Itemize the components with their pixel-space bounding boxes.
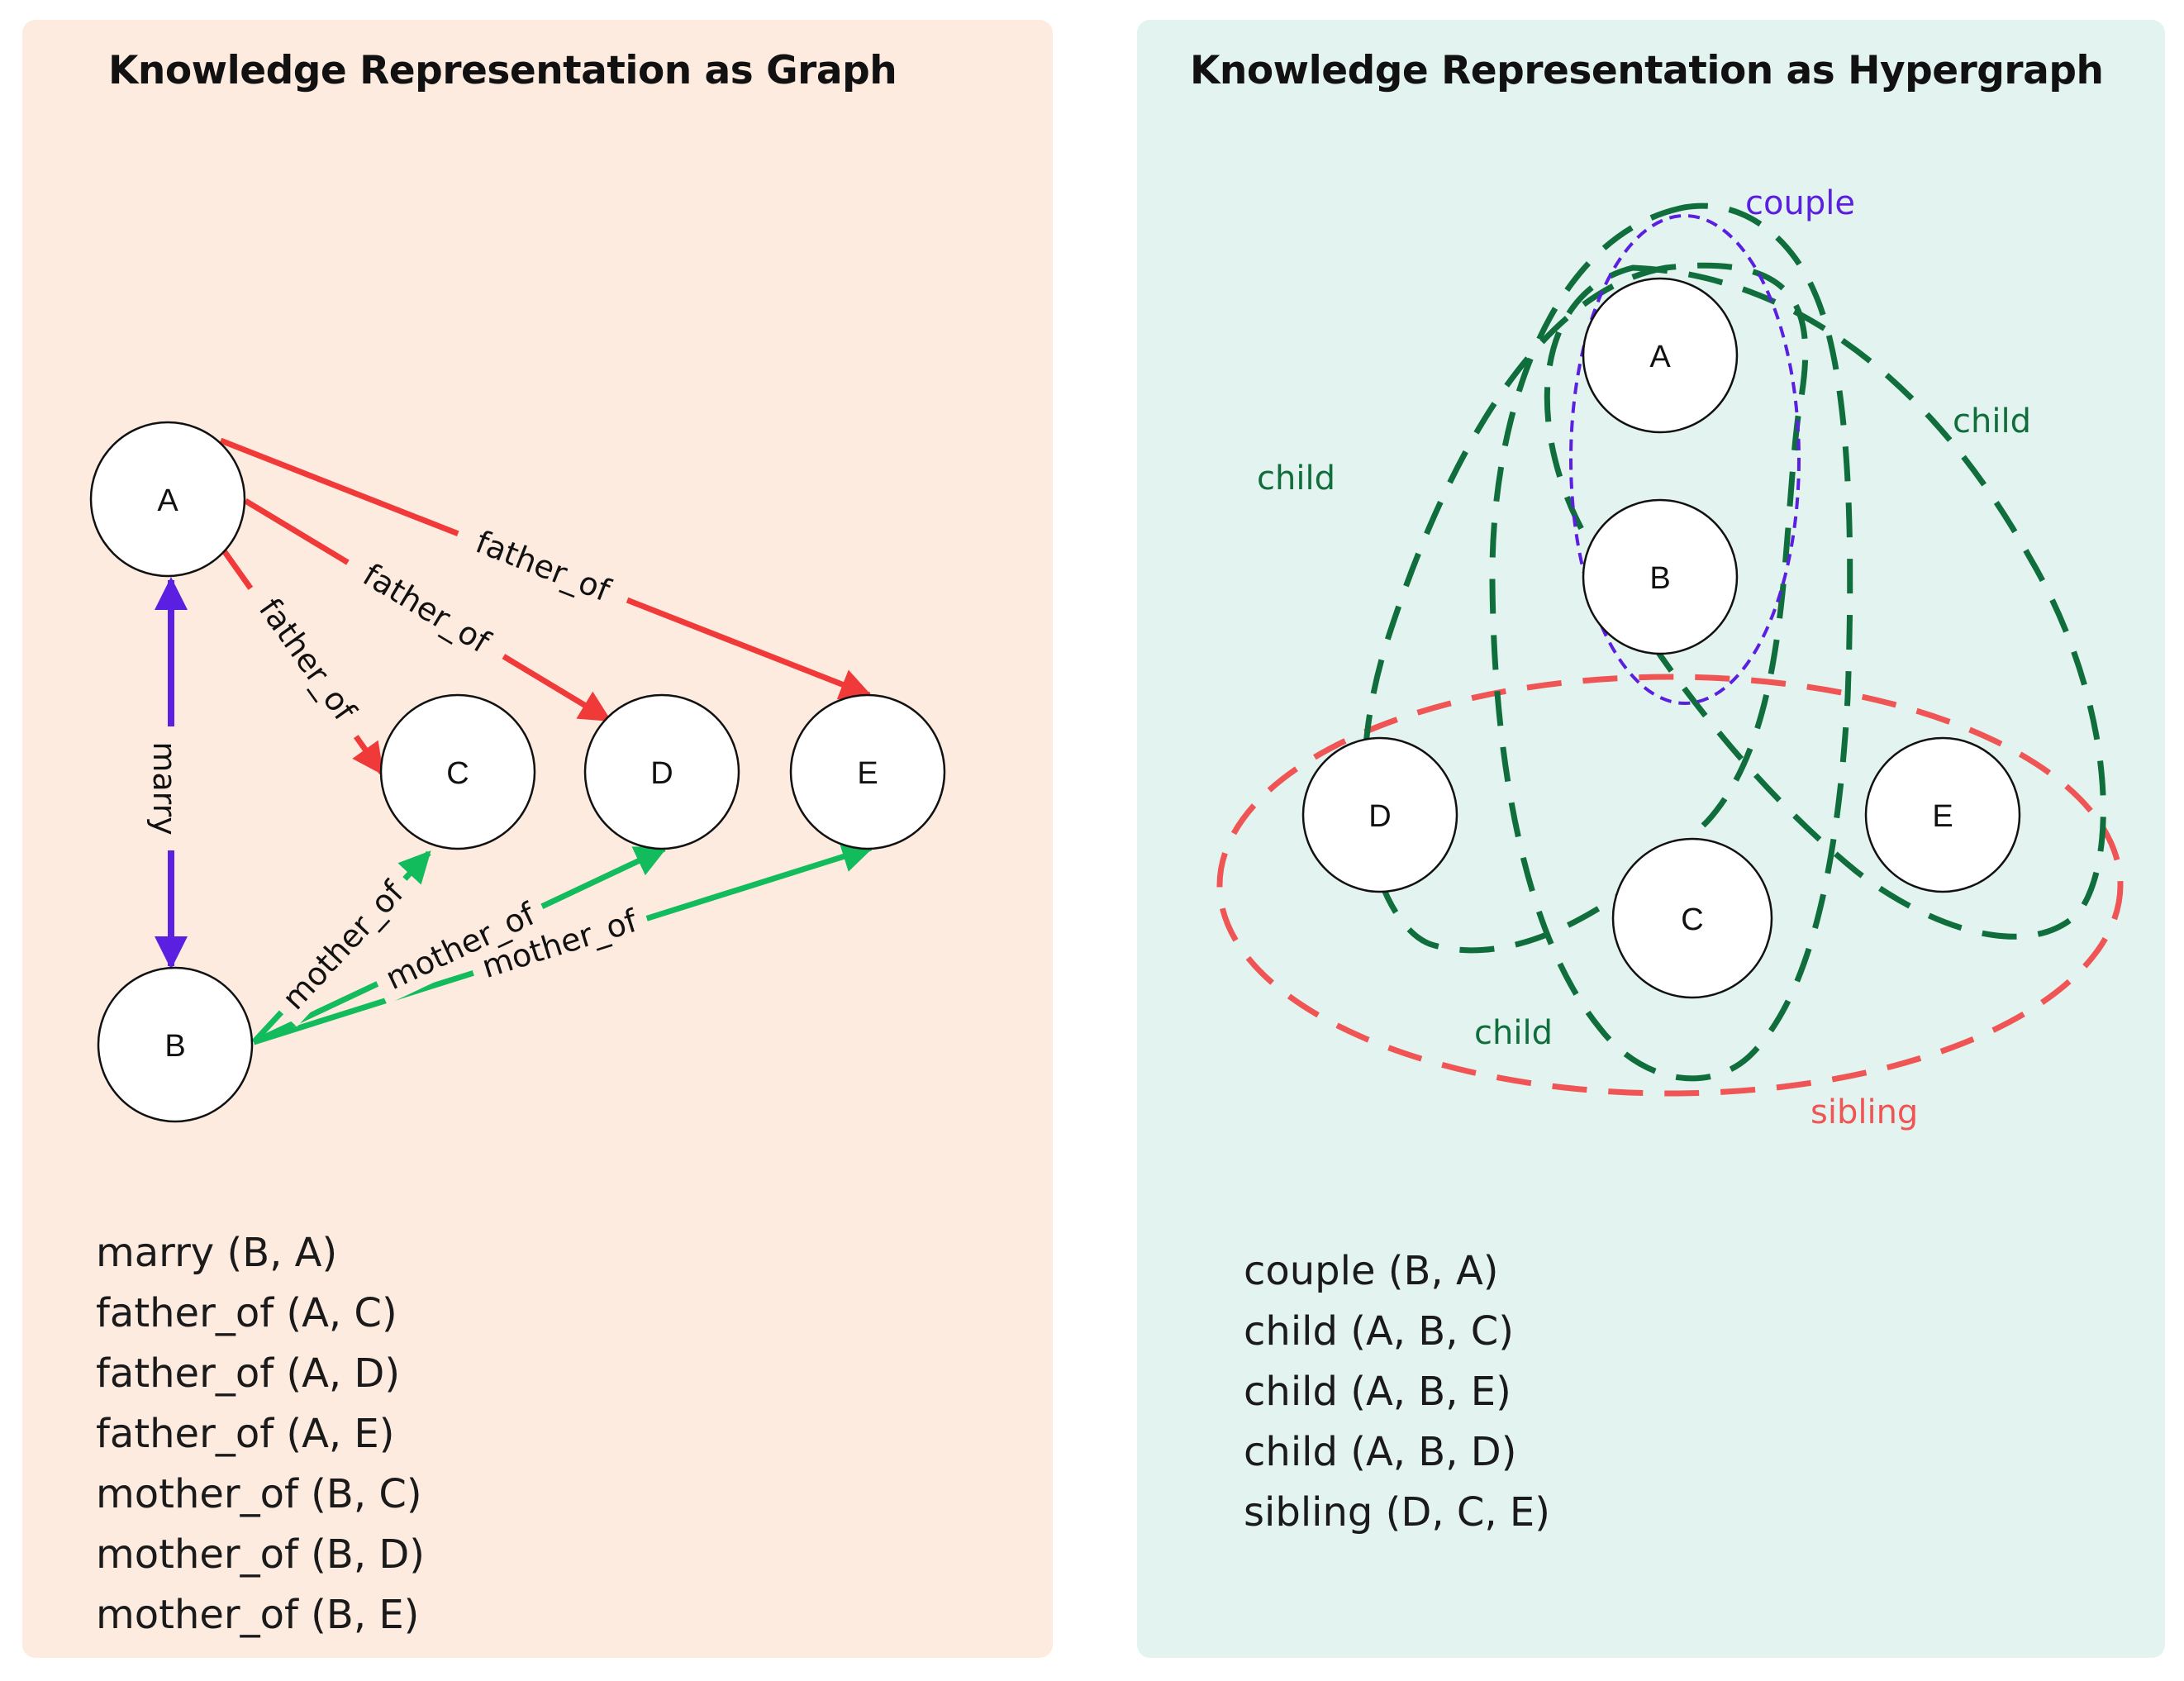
graph-node-c-label: C bbox=[446, 756, 469, 791]
graph-facts-list: marry (B, A) father_of (A, C) father_of … bbox=[96, 1223, 425, 1645]
graph-fact: mother_of (B, D) bbox=[96, 1531, 426, 1578]
graph-node-c: C bbox=[379, 693, 536, 850]
graph-node-b: B bbox=[97, 966, 254, 1123]
hypergraph-node-a: A bbox=[1582, 277, 1739, 434]
hypergraph-node-c-label: C bbox=[1681, 902, 1703, 937]
hyperedge-child-left bbox=[1361, 262, 1809, 954]
hypergraph-fact: sibling (D, C, E) bbox=[1244, 1489, 1550, 1536]
graph-fact: marry (B, A) bbox=[96, 1230, 338, 1276]
hypergraph-node-b-label: B bbox=[1649, 561, 1670, 596]
graph-node-d: D bbox=[583, 693, 740, 850]
graph-fact: mother_of (B, E) bbox=[96, 1592, 420, 1638]
graph-fact: father_of (A, E) bbox=[96, 1411, 395, 1457]
hypergraph-fact: child (A, B, D) bbox=[1244, 1429, 1517, 1475]
hypergraph-node-d: D bbox=[1301, 736, 1458, 893]
graph-fact: father_of (A, C) bbox=[96, 1290, 397, 1336]
hypergraph-panel: Knowledge Representation as Hypergraph c… bbox=[1137, 20, 2165, 1658]
hyperedge-label-sibling: sibling bbox=[1810, 1093, 1918, 1131]
graph-node-d-label: D bbox=[650, 756, 673, 791]
hypergraph-fact: child (A, B, C) bbox=[1244, 1308, 1514, 1355]
graph-node-e-label: E bbox=[857, 756, 878, 791]
graph-node-b-label: B bbox=[164, 1029, 185, 1064]
graph-fact: father_of (A, D) bbox=[96, 1350, 401, 1397]
graph-fact: mother_of (B, C) bbox=[96, 1471, 422, 1517]
hypergraph-fact: child (A, B, E) bbox=[1244, 1369, 1511, 1415]
graph-node-a: A bbox=[89, 421, 246, 578]
graph-panel: Knowledge Representation as Graph father bbox=[22, 20, 1053, 1658]
hyperedge-label-couple: couple bbox=[1745, 184, 1855, 222]
edge-label-father-of-a-d: father_of bbox=[357, 556, 497, 660]
hyperedge-label-child-bottom: child bbox=[1474, 1014, 1553, 1052]
hypergraph-fact: couple (B, A) bbox=[1244, 1248, 1499, 1294]
hypergraph-node-c: C bbox=[1611, 837, 1773, 999]
hyperedge-sibling-outline bbox=[1216, 674, 2124, 1097]
edge-label-father-of-a-c: father_of bbox=[252, 592, 364, 729]
hypergraph-facts-list: couple (B, A) child (A, B, C) child (A, … bbox=[1244, 1241, 1550, 1543]
hyperedge-child-bottom bbox=[1489, 202, 1853, 1082]
graph-node-a-label: A bbox=[157, 483, 178, 518]
graph-diagram: father_of father_of father_of mother_of … bbox=[89, 421, 946, 1123]
hyperedge-couple bbox=[1569, 214, 1801, 705]
hypergraph-panel-title: Knowledge Representation as Hypergraph bbox=[1190, 48, 2104, 93]
hypergraph-diagram: couple child child child sibling A B D C… bbox=[1216, 184, 2124, 1131]
hypergraph-node-e-label: E bbox=[1932, 799, 1953, 834]
edge-label-marry-b-a: marry bbox=[146, 741, 183, 835]
hyperedge-label-child-right: child bbox=[1953, 402, 2031, 440]
hypergraph-node-d-label: D bbox=[1368, 799, 1391, 834]
hyperedge-label-child-left: child bbox=[1257, 460, 1335, 498]
hypergraph-node-a-label: A bbox=[1649, 340, 1671, 374]
hyperedge-child-right bbox=[1544, 264, 2106, 940]
graph-panel-title: Knowledge Representation as Graph bbox=[108, 48, 897, 93]
hypergraph-node-b: B bbox=[1582, 498, 1739, 655]
graph-node-e: E bbox=[789, 693, 946, 850]
hypergraph-node-e: E bbox=[1864, 736, 2021, 893]
